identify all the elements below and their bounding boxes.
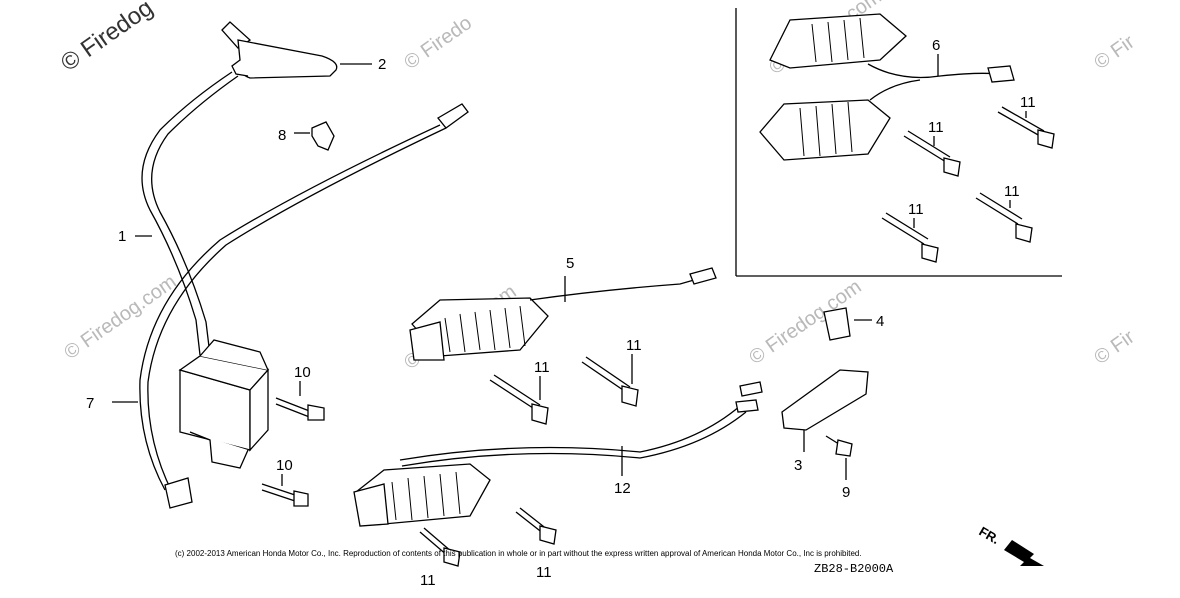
callout-11-inset-mid-right: 11 (1004, 183, 1020, 200)
callout-11-center-left: 11 (534, 359, 550, 376)
watermark-mid-left: © Firedog.com (60, 271, 180, 364)
callout-11-bottom-center: 11 (536, 564, 552, 581)
spark-plug-cap (221, 21, 372, 79)
inset-frame (735, 8, 1062, 277)
ignition-coil (178, 339, 270, 469)
callout-11-inset-top-right: 11 (1020, 94, 1036, 111)
callout-8: 8 (278, 127, 286, 144)
inset-exciter-coil-lower (759, 99, 891, 161)
watermark-far-right: © Fir (1090, 326, 1139, 369)
watermark-top-right: © Fir (1090, 31, 1139, 74)
bracket-3 (781, 369, 869, 452)
watermark-top-center: © Firedo (400, 12, 476, 74)
bolt-11-center-left (489, 374, 549, 425)
inset-bolt-11-mid-right (975, 192, 1033, 243)
bolt-11-bottom-left (419, 527, 461, 567)
callout-10-lower: 10 (276, 457, 293, 474)
callout-12: 12 (614, 480, 631, 497)
bolt-11-center-right (581, 356, 639, 407)
callout-4: 4 (876, 313, 884, 330)
callout-7: 7 (86, 395, 94, 412)
watermark-top-left: © Firedog (56, 0, 158, 77)
exciter-coil-5 (409, 267, 717, 361)
bolt-11-bottom-center (515, 507, 557, 545)
wire-clip (294, 121, 335, 151)
callout-9: 9 (842, 484, 850, 501)
direction-label: FR. (977, 524, 1003, 547)
callout-3: 3 (794, 457, 802, 474)
inset-bolt-11-top-right (997, 106, 1055, 149)
callout-11-bottom-left: 11 (420, 572, 436, 589)
copyright-notice: (c) 2002-2013 American Honda Motor Co., … (175, 549, 862, 558)
clip-4 (823, 307, 872, 341)
callout-11-inset-mid-left: 11 (928, 119, 944, 136)
inset-coil-wire-6 (867, 54, 1015, 101)
callout-5: 5 (566, 255, 574, 272)
callout-6: 6 (932, 37, 940, 54)
charge-coil-12 (353, 381, 763, 527)
inset-exciter-coil-upper (769, 13, 907, 69)
ground-wire (112, 103, 469, 509)
callout-11-center-right: 11 (626, 337, 642, 354)
inset-bolt-11-bottom (881, 212, 939, 263)
leader-lines (281, 111, 1027, 486)
callout-1: 1 (118, 228, 126, 245)
bolt-10-upper (275, 397, 325, 421)
diagram-code: ZB28-B2000A (814, 562, 894, 576)
ignition-lead-wire (135, 71, 239, 356)
bolt-9 (825, 435, 853, 480)
front-direction-arrow: FR. (977, 524, 1044, 566)
callout-2: 2 (378, 56, 386, 73)
inset-bolt-11-mid-left (903, 130, 961, 177)
callout-10-upper: 10 (294, 364, 311, 381)
callout-11-inset-bottom: 11 (908, 201, 924, 218)
bolt-10-lower (261, 483, 309, 507)
